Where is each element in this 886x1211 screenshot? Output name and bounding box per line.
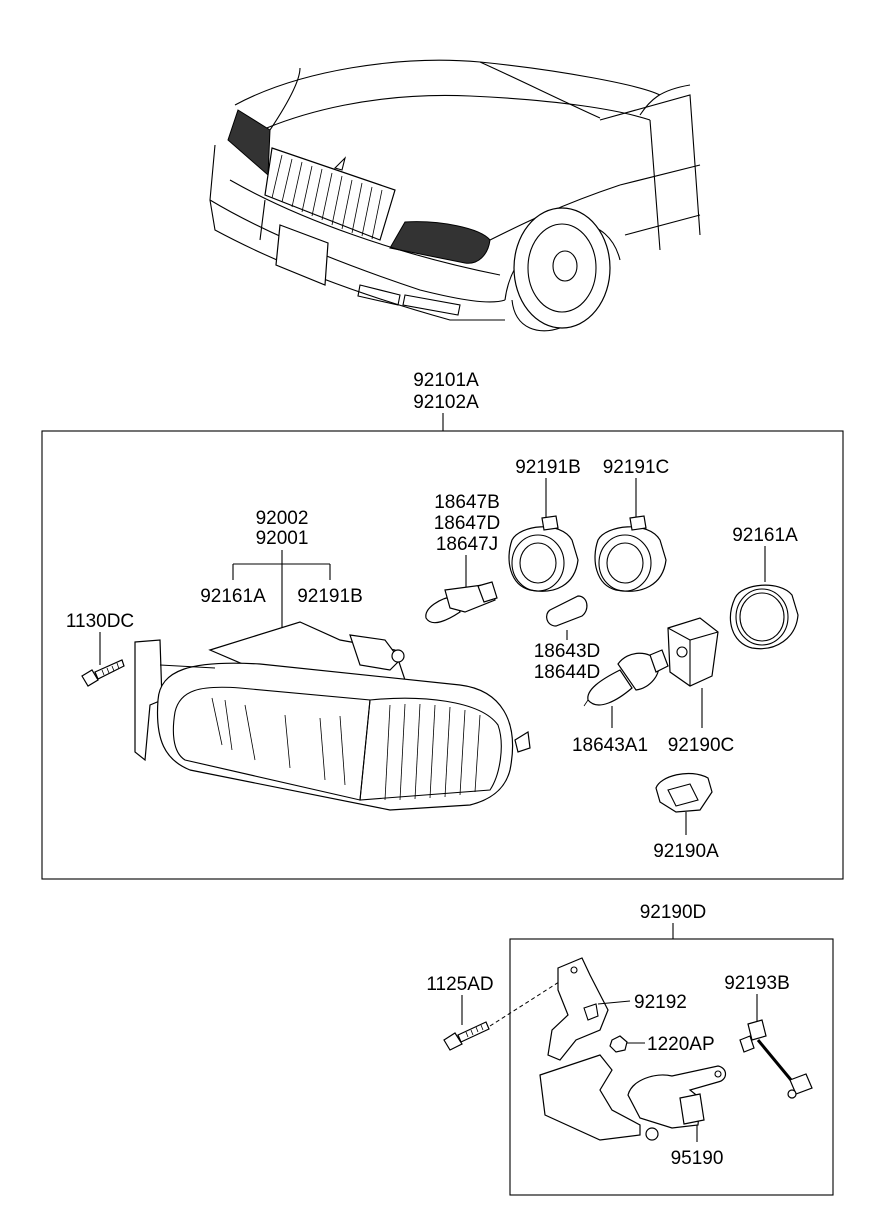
label-assembly-b: 92102A [413, 392, 479, 413]
label-bulb-d2: 18644D [534, 662, 601, 683]
label-bulb-small-j: 18647J [436, 534, 498, 555]
label-socket-right: 92161A [732, 525, 798, 546]
license-plate [275, 224, 329, 286]
label-bulb-main: 18643A1 [572, 735, 648, 756]
main-halogen-bulb [583, 649, 669, 707]
label-cap-mid-b: 92191B [515, 457, 581, 478]
headlamp-assembly-box [41, 430, 844, 880]
bracket [547, 957, 609, 1061]
label-cap-left: 92191B [297, 586, 363, 607]
label-actuator: 95190 [671, 1148, 724, 1169]
label-cap-mid-c: 92191C [603, 457, 670, 478]
headlamp-left-highlight [227, 109, 271, 177]
label-cover-c: 92190C [668, 735, 735, 756]
car-front-illustration [209, 59, 701, 332]
headlamp-right-highlight [389, 221, 491, 264]
headlamp-housing [134, 621, 531, 811]
link-rod [739, 1019, 813, 1099]
socket-ring-right [729, 584, 799, 650]
leveling-actuator [539, 1054, 727, 1141]
label-bulb-d1: 18643D [534, 641, 601, 662]
capsule-bulb [546, 595, 588, 627]
label-bulb-small-b: 18647B [434, 492, 500, 513]
label-housing-b: 92001 [256, 528, 309, 549]
label-socket-left: 92161A [200, 586, 266, 607]
label-screw-bottom: 1125AD [426, 974, 493, 995]
screw-left [81, 659, 125, 687]
label-assembly-a: 92101A [413, 370, 479, 391]
bulb-holder [655, 772, 713, 813]
label-link-rod: 92193B [724, 973, 790, 994]
cap-mid-b [508, 515, 579, 592]
screw-bottom [443, 1021, 490, 1051]
label-housing-a: 92002 [256, 508, 309, 529]
leveling-assembly-box [509, 938, 834, 1196]
label-screw-left: 1130DC [66, 611, 134, 632]
cap-mid-c [594, 515, 667, 592]
label-bulb-small-d: 18647D [434, 513, 501, 534]
dust-cover [667, 617, 719, 687]
front-wheel [513, 207, 611, 329]
label-nut: 1220AP [647, 1034, 715, 1055]
label-holder-a: 92190A [653, 841, 719, 862]
nut [609, 1035, 628, 1053]
label-leveling-assy: 92190D [640, 902, 707, 923]
small-bulb-with-holder [425, 581, 498, 624]
grille [264, 147, 396, 241]
label-bracket: 92192 [634, 992, 687, 1013]
